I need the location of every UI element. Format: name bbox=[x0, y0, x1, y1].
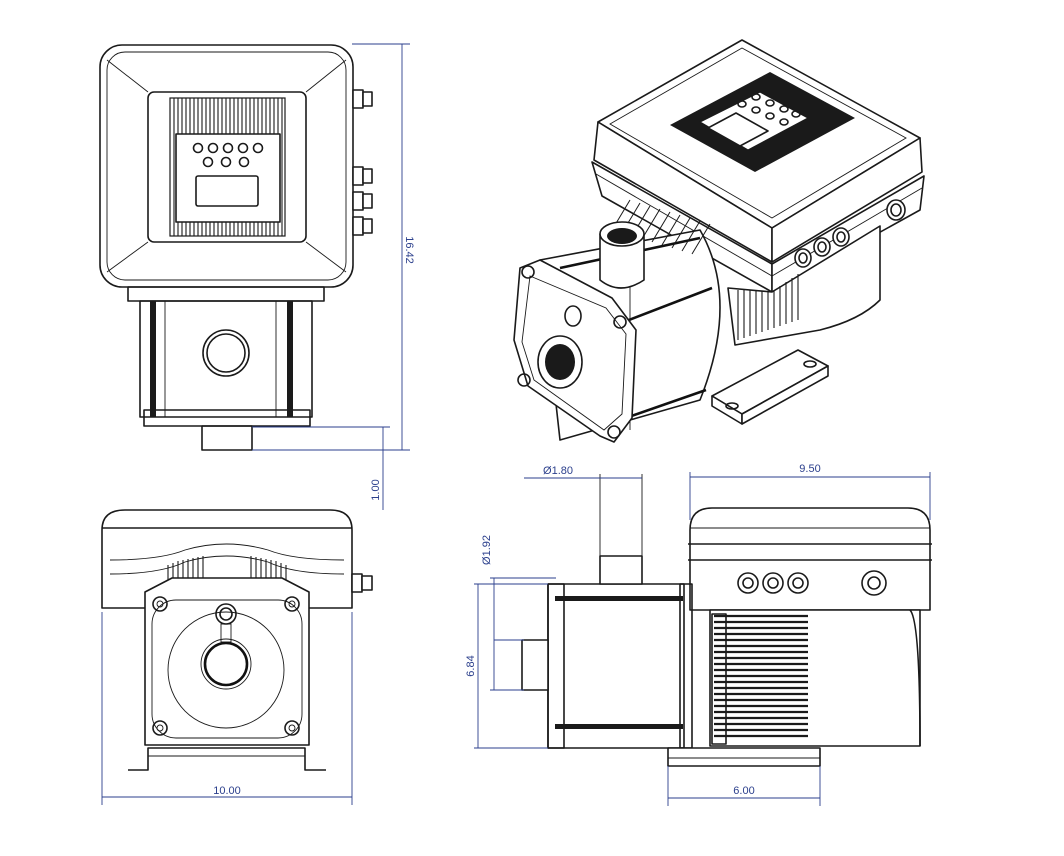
dimension-height-label: 16.42 bbox=[403, 236, 415, 264]
dimension-width: 10.00 bbox=[101, 612, 353, 805]
dimension-base-length-label: 6.00 bbox=[733, 785, 754, 797]
dimension-inlet-diameter: Ø1.92 bbox=[481, 535, 556, 691]
display-screen bbox=[195, 175, 259, 207]
dimension-base-length: 6.00 bbox=[667, 766, 821, 806]
dimension-width-label: 10.00 bbox=[213, 785, 241, 797]
top-view bbox=[99, 44, 373, 451]
dimension-base-offset-label: 1.00 bbox=[370, 479, 382, 500]
dimension-length: 9.50 bbox=[689, 463, 931, 520]
dimension-inlet-height: 6.84 bbox=[465, 583, 548, 749]
front-view bbox=[101, 509, 373, 771]
side-view bbox=[521, 474, 932, 767]
dimension-length-label: 9.50 bbox=[799, 463, 820, 475]
dimension-outlet-diameter: Ø1.80 bbox=[524, 465, 642, 479]
iso-cable-glands bbox=[794, 199, 906, 268]
top-view-cable-glands bbox=[352, 89, 373, 236]
dimension-outlet-diameter-label: Ø1.80 bbox=[543, 465, 573, 477]
side-view-glands bbox=[737, 570, 887, 596]
iso-display bbox=[707, 112, 769, 147]
dimension-height: 16.42 bbox=[252, 43, 415, 451]
dimension-base-offset: 1.00 bbox=[252, 426, 390, 510]
top-view-control-panel bbox=[175, 133, 281, 223]
dimension-inlet-diameter-label: Ø1.92 bbox=[481, 535, 493, 565]
isometric-view bbox=[513, 39, 925, 443]
dimension-inlet-height-label: 6.84 bbox=[465, 655, 477, 676]
iso-buttons bbox=[737, 93, 801, 126]
